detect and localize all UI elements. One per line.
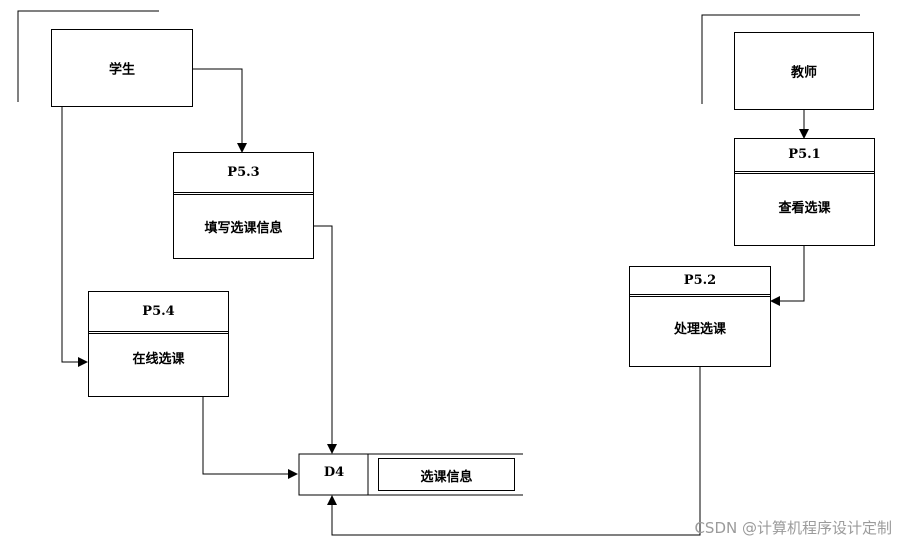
flow-p53-to-d4 — [314, 225, 337, 454]
process-p54: P5.4 在线选课 — [88, 291, 229, 397]
data-store-id: D4 — [323, 465, 345, 480]
entity-student: 学生 — [51, 29, 193, 107]
data-store-name: 选课信息 — [420, 470, 473, 485]
process-p51-id: P5.1 — [735, 139, 874, 174]
process-p52-name: 处理选课 — [673, 322, 726, 337]
process-p54-id: P5.4 — [89, 292, 228, 334]
data-store-name-box: 选课信息 — [378, 458, 515, 491]
entity-teacher: 教师 — [734, 32, 874, 110]
process-p53: P5.3 填写选课信息 — [173, 152, 314, 259]
teacher-entity-corner — [701, 14, 860, 104]
process-p53-name: 填写选课信息 — [204, 221, 283, 236]
flow-p52-to-d4 — [327, 367, 701, 536]
flow-p51-to-p52 — [770, 246, 805, 306]
entity-teacher-label: 教师 — [790, 65, 817, 81]
process-p52-id: P5.2 — [630, 267, 770, 297]
entity-student-label: 学生 — [108, 62, 135, 78]
data-store-frame — [298, 453, 523, 496]
flow-student-to-p54 — [61, 107, 88, 367]
flow-student-to-p53 — [193, 68, 247, 153]
watermark-text: CSDN @计算机程序设计定制 — [694, 519, 892, 537]
process-p53-id: P5.3 — [174, 153, 313, 195]
process-p52: P5.2 处理选课 — [629, 266, 771, 367]
student-entity-corner — [17, 10, 159, 102]
process-p51: P5.1 查看选课 — [734, 138, 875, 246]
flow-p54-to-d4 — [202, 397, 298, 479]
process-p54-name: 在线选课 — [132, 352, 185, 367]
process-p51-name: 查看选课 — [778, 201, 831, 216]
